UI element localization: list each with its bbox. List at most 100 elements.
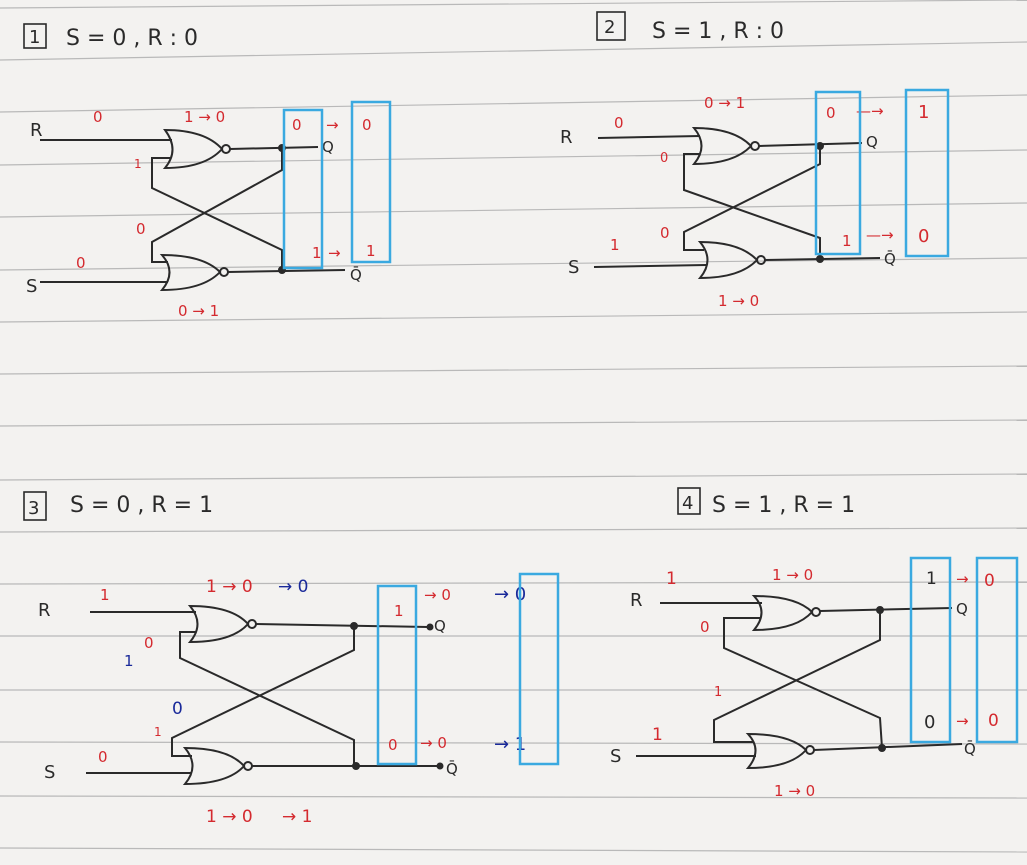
q-blue-change: → 0 — [494, 584, 526, 605]
highlight-box-next — [904, 88, 950, 258]
top-nor-output-change-blue: → 0 — [278, 577, 308, 597]
bottom-nor-output-change-blue: → 1 — [282, 807, 312, 827]
bottom-nor-output-change: 0 → 1 — [178, 302, 219, 320]
panel-2: 2 S = 1 , R : 0 R S Q Q̄ 0 0 → 1 0 0 1 1 — [560, 11, 950, 310]
qbar-arrow: —→ — [866, 226, 894, 244]
wire-feedback-bottom — [171, 626, 355, 757]
wire-qbar-out — [227, 269, 346, 273]
top-nor-output-change-red: 1 → 0 — [206, 577, 253, 597]
nor-gate-top — [751, 594, 814, 632]
wire-feedback-top — [179, 631, 355, 766]
panel-number: 4 — [682, 493, 693, 514]
s-input-value: 0 — [98, 748, 108, 766]
panel-1: 1 S = 0 , R : 0 R S Q Q̄ 0 1 → 0 1 — [23, 23, 392, 320]
junction-dot — [350, 622, 358, 630]
junction-dot — [876, 606, 884, 614]
panel-heading: S = 1 , R = 1 — [712, 493, 855, 518]
highlight-box-current — [814, 90, 862, 256]
qbar-blue-change: → 1 — [494, 734, 526, 755]
s-input-value: 1 — [652, 725, 663, 745]
wire-q-out — [255, 623, 429, 628]
wire-q-out — [229, 146, 319, 150]
q-new-value: 1 — [918, 102, 929, 123]
nor-gate-bottom — [745, 732, 808, 770]
top-feedback-red: 0 — [144, 634, 154, 652]
panel-heading: S = 1 , R : 0 — [652, 19, 784, 44]
panel-number-box — [23, 491, 47, 521]
wire-s-input — [593, 264, 707, 268]
qbar-new-value: 0 — [918, 226, 929, 247]
panel-number-box — [677, 487, 701, 515]
top-nor-output-change: 1 → 0 — [184, 108, 225, 126]
qbar-label: Q̄ — [446, 759, 458, 778]
wire-feedback-top — [723, 617, 883, 749]
qbar-label: Q̄ — [964, 739, 976, 758]
junction-dot — [878, 744, 886, 752]
highlight-box-current — [376, 584, 418, 766]
bottom-feedback-value: 0 — [660, 224, 670, 242]
wire-feedback-bottom — [713, 610, 881, 743]
r-input-value: 0 — [614, 114, 624, 132]
wire-qbar-out — [813, 743, 963, 751]
top-nor-output-change: 1 → 0 — [772, 566, 813, 584]
s-label: S — [44, 762, 55, 783]
panel-3: 3 S = 0 , R = 1 R S Q Q̄ 1 1 → 0 → 0 0 — [23, 491, 560, 827]
latch-circuit — [40, 128, 346, 292]
highlight-box-next — [975, 556, 1019, 744]
wire-feedback-bottom — [683, 146, 821, 251]
annotations: 1 1 → 0 → 0 0 1 0 1 0 1 → 0 → 1 1 → 0 → … — [98, 577, 526, 827]
panel-number: 3 — [28, 498, 39, 519]
panel-number-box — [596, 11, 626, 41]
panel-4: 4 S = 1 , R = 1 R S Q Q̄ 1 1 → 0 0 1 1 1 — [610, 487, 1019, 800]
nor-bubble-top — [811, 607, 821, 617]
r-label: R — [30, 120, 43, 141]
r-input-value: 0 — [93, 108, 103, 126]
q-box-value: 1 — [394, 602, 404, 620]
nor-gate-top — [162, 128, 224, 170]
bottom-feedback-value: 1 — [714, 685, 722, 700]
s-label: S — [26, 276, 37, 297]
panel-number-box — [23, 23, 47, 49]
q-arrow: → — [956, 570, 969, 588]
junction-dot — [352, 762, 360, 770]
qbar-box-value: 0 — [388, 736, 398, 754]
q-label: Q — [866, 133, 878, 151]
nor-gate-bottom — [182, 746, 246, 786]
latch-circuit — [86, 604, 444, 786]
nor-gate-bottom — [697, 240, 759, 280]
qbar-arrow: → — [328, 244, 341, 262]
qbar-red-change: → 0 — [420, 734, 447, 752]
qbar-box-value: 1 — [312, 244, 322, 262]
q-new-value: 0 — [362, 116, 372, 134]
wire-feedback-top — [683, 153, 821, 258]
qbar-new-value: 0 — [988, 711, 999, 731]
panel-number: 2 — [604, 17, 615, 38]
annotations: 0 1 → 0 1 0 0 0 → 1 0 → 0 1 → 1 — [76, 108, 376, 320]
nor-gate-top — [187, 604, 250, 644]
highlight-box-next — [350, 100, 392, 264]
top-nor-output-change: 0 → 1 — [704, 94, 745, 112]
panel-heading: S = 0 , R : 0 — [66, 26, 198, 51]
q-box-value: 1 — [926, 569, 937, 589]
wire-q-out — [819, 607, 953, 612]
wire-r-input — [597, 135, 701, 139]
annotations: 0 0 → 1 0 0 1 1 → 0 0 —→ 1 1 —→ 0 — [610, 94, 929, 310]
q-label: Q — [956, 600, 968, 618]
s-input-value: 1 — [610, 236, 620, 254]
top-feedback-blue: 1 — [124, 652, 134, 670]
s-label: S — [610, 746, 621, 767]
q-label: Q — [322, 138, 334, 156]
wire-feedback-bottom — [151, 148, 283, 263]
r-input-value: 1 — [100, 586, 110, 604]
bottom-feedback-value: 0 — [136, 220, 146, 238]
bottom-nor-output-change: 1 → 0 — [774, 782, 815, 800]
junction-dot — [816, 255, 824, 263]
q-red-change: → 0 — [424, 586, 451, 604]
nor-gate-bottom — [159, 253, 222, 292]
bottom-feedback-red: 1 — [154, 725, 162, 739]
r-label: R — [38, 600, 51, 621]
bottom-nor-output-change: 1 → 0 — [718, 292, 759, 310]
bottom-feedback-blue: 0 — [172, 699, 183, 719]
